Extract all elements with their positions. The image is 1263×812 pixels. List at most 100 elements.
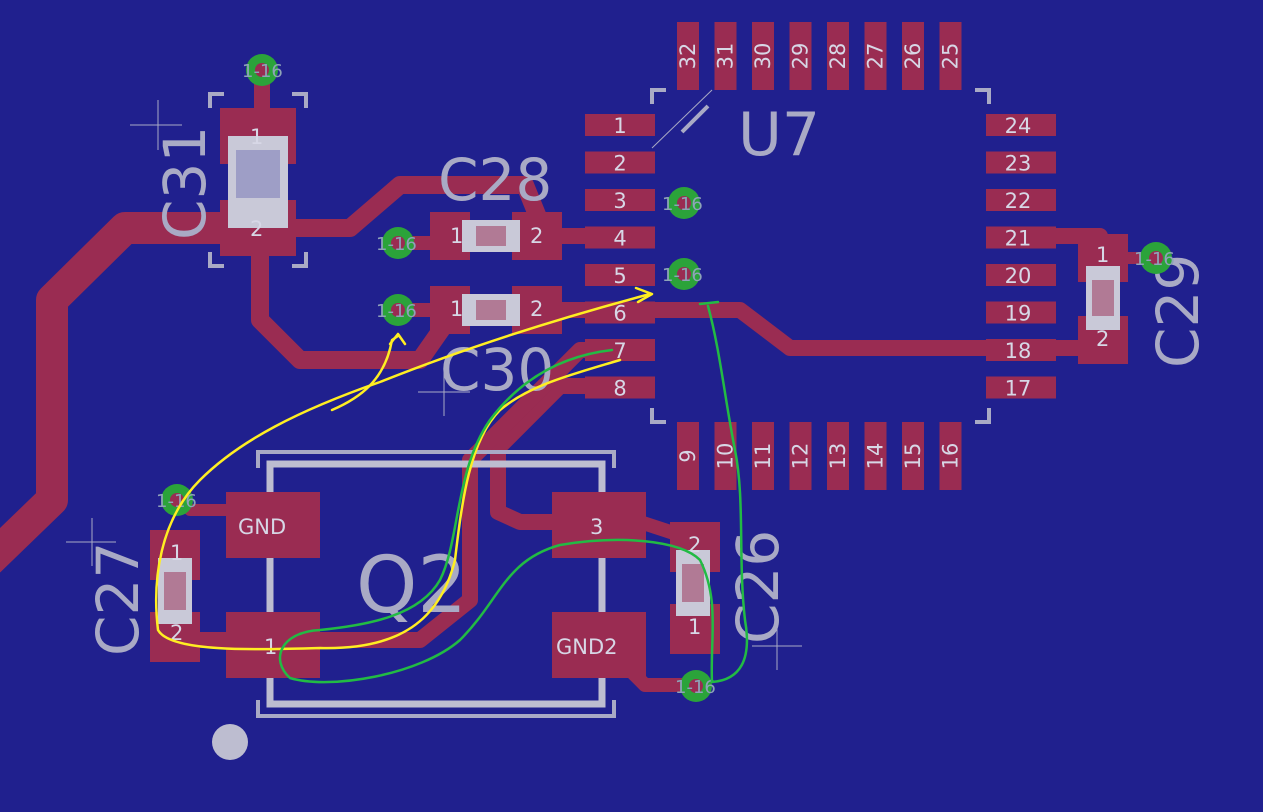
via[interactable]: 1-16 — [662, 258, 703, 290]
u7-pin-12[interactable]: 12 — [789, 422, 813, 490]
u7-pin-29[interactable]: 29 — [789, 22, 813, 90]
u7-pin-label: 8 — [613, 377, 626, 401]
svg-text:1: 1 — [1096, 243, 1109, 267]
svg-text:2: 2 — [1096, 327, 1109, 351]
u7-pin-26[interactable]: 26 — [901, 22, 925, 90]
u7-pin-23[interactable]: 23 — [986, 151, 1056, 176]
c29-capacitor[interactable]: 1 2 C29 — [1078, 234, 1212, 368]
u7-pin-label: 21 — [1005, 227, 1032, 251]
u7-pin-1[interactable]: 1 — [585, 114, 655, 138]
u7-pin-label: 7 — [613, 339, 626, 363]
q2-pad-1 — [226, 612, 320, 678]
u7-pin-4[interactable]: 4 — [585, 226, 655, 251]
u7-pin1-line — [651, 89, 713, 149]
u7-pin-31[interactable]: 31 — [714, 22, 738, 90]
u7-pin-27[interactable]: 27 — [864, 22, 888, 90]
u7-pin-16[interactable]: 16 — [939, 422, 963, 490]
q2-gnd2-label: GND2 — [556, 635, 618, 659]
u7-pin-label: 12 — [789, 443, 813, 470]
via[interactable]: 1-16 — [662, 187, 703, 219]
svg-text:1-16: 1-16 — [1134, 249, 1175, 270]
u7-pin-2[interactable]: 2 — [585, 151, 655, 176]
u7-pin-13[interactable]: 13 — [826, 422, 850, 490]
trace-c31-c28 — [276, 176, 549, 237]
u7-pin-21[interactable]: 21 — [986, 226, 1056, 251]
annotations — [155, 286, 749, 684]
u7-pin-32[interactable]: 32 — [676, 22, 700, 90]
u7-pin-3[interactable]: 3 — [585, 189, 655, 213]
u7-pin-label: 32 — [676, 43, 700, 70]
u7-pin-label: 29 — [789, 43, 813, 70]
u7-pin-17[interactable]: 17 — [986, 376, 1056, 401]
u7-outline-topleft — [650, 88, 666, 104]
u7-pin-8[interactable]: 8 — [585, 376, 655, 401]
via[interactable]: 1-16 — [675, 670, 716, 702]
u7-pin-label: 18 — [1005, 339, 1032, 363]
u7-pin-label: 3 — [613, 189, 626, 213]
u7-pin-22[interactable]: 22 — [986, 189, 1056, 213]
annotation-green-arrow — [698, 300, 720, 306]
via[interactable]: 1-16 — [1134, 242, 1175, 274]
svg-text:1-16: 1-16 — [242, 61, 283, 82]
u7-pin-20[interactable]: 20 — [986, 264, 1056, 288]
svg-text:1: 1 — [450, 297, 463, 321]
u7-pin-25[interactable]: 25 — [939, 22, 963, 90]
u7-pin-15[interactable]: 15 — [901, 422, 925, 490]
via[interactable]: 1-16 — [376, 227, 417, 259]
u7-pin-label: 4 — [613, 227, 626, 251]
trace-main-left — [0, 212, 261, 573]
u7-pin-10[interactable]: 10 — [714, 422, 738, 490]
q2-body — [266, 460, 606, 708]
u7-pin-label: 5 — [613, 264, 626, 288]
annotation-yellow-path — [155, 292, 652, 651]
u7-pin-11[interactable]: 11 — [751, 422, 775, 490]
c31-capacitor[interactable]: 1 2 C31 — [130, 92, 308, 268]
q2-pad-gnd2 — [552, 612, 646, 678]
via[interactable]: 1-16 — [242, 54, 283, 86]
u7-pin-9[interactable]: 9 — [676, 422, 700, 490]
u7-pin-label: 20 — [1005, 264, 1032, 288]
u7-pin-label: 31 — [714, 43, 738, 70]
u7-pin-14[interactable]: 14 — [864, 422, 888, 490]
u7-pin-24[interactable]: 24 — [986, 114, 1056, 138]
u7-pin-label: 28 — [826, 43, 850, 70]
q2-pad-3 — [552, 492, 646, 558]
c26-capacitor[interactable]: 2 1 C26 — [670, 522, 802, 670]
u7-pin-6[interactable]: 6 — [585, 301, 655, 326]
svg-text:1: 1 — [450, 224, 463, 248]
u7-pin-label: 9 — [676, 449, 700, 462]
u7-pin-5[interactable]: 5 — [585, 264, 655, 288]
u7-pin-label: 19 — [1005, 302, 1032, 326]
trace-pin8-q2 — [490, 378, 628, 530]
q2-pin3-label: 3 — [590, 515, 603, 539]
u7-outline-bottomleft — [650, 408, 666, 424]
c28-designator: C28 — [438, 146, 552, 214]
svg-text:1-16: 1-16 — [662, 194, 703, 215]
q2-outline-top — [256, 450, 616, 468]
u7-pin-28[interactable]: 28 — [826, 22, 850, 90]
c28-capacitor[interactable]: 1 2 C28 — [430, 146, 562, 260]
svg-text:1-16: 1-16 — [376, 234, 417, 255]
u7-pin-18[interactable]: 18 — [986, 339, 1056, 363]
u7-pin-label: 30 — [751, 43, 775, 70]
c31-pin2-label: 2 — [250, 217, 263, 241]
svg-text:1-16: 1-16 — [662, 265, 703, 286]
u7-pin-label: 27 — [864, 43, 888, 70]
u7-outline-bottomright — [975, 408, 991, 424]
q2-pin1-label: 1 — [264, 635, 277, 659]
u7-pin1-marker — [680, 104, 710, 134]
u7-pin-label: 6 — [613, 302, 626, 326]
q2-transistor[interactable]: GND 1 3 GND2 Q2 — [212, 450, 646, 760]
u7-pin-7[interactable]: 7 — [585, 339, 655, 363]
u7-pin-label: 17 — [1005, 377, 1032, 401]
u7-pin-19[interactable]: 19 — [986, 301, 1056, 326]
u7-pin-label: 1 — [613, 114, 626, 138]
c26-designator: C26 — [724, 530, 792, 644]
svg-text:2: 2 — [530, 297, 543, 321]
q2-outline-bottom — [256, 700, 616, 718]
c30-capacitor[interactable]: 1 2 C30 — [418, 286, 562, 416]
via[interactable]: 1-16 — [376, 294, 417, 326]
u7-pin-30[interactable]: 30 — [751, 22, 775, 90]
u7-pin-label: 15 — [901, 443, 925, 470]
